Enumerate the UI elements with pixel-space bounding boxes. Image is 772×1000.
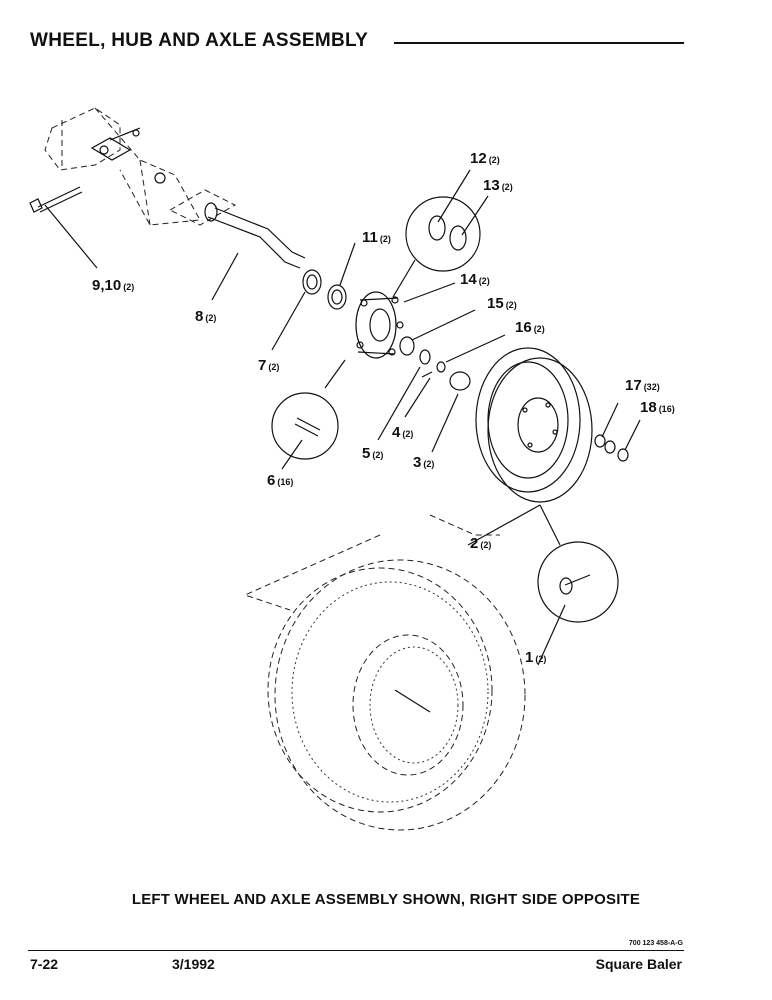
spindle-nut	[399, 336, 415, 356]
axle-spindle	[168, 189, 306, 269]
bolt-9-10	[29, 186, 83, 213]
callout-2: 2(2)	[470, 535, 491, 552]
callout-12: 12(2)	[470, 150, 500, 167]
callout-17: 17(32)	[625, 377, 660, 394]
hub-cap	[449, 371, 471, 391]
wheel-rim	[475, 347, 593, 503]
callout-16: 16(2)	[515, 319, 545, 336]
footer-rule	[28, 950, 684, 951]
revision-date: 3/1992	[172, 956, 215, 972]
lug-washer	[594, 434, 606, 448]
callout-7: 7(2)	[258, 357, 279, 374]
inner-bearing	[302, 269, 322, 295]
lug-nut	[617, 448, 629, 462]
callout-13: 13(2)	[483, 177, 513, 194]
tire	[243, 514, 526, 831]
page-number: 7-22	[30, 956, 59, 972]
callout-8: 8(2)	[195, 308, 216, 325]
washer	[419, 349, 431, 365]
callout-14: 14(2)	[460, 271, 490, 288]
page-title: WHEEL, HUB AND AXLE ASSEMBLY	[30, 30, 369, 51]
product-name: Square Baler	[595, 956, 682, 972]
cotter-pin	[421, 371, 433, 378]
callout-4: 4(2)	[392, 424, 413, 441]
lug-washer-2	[604, 440, 616, 454]
callout-3: 3(2)	[413, 454, 434, 471]
outer-bearing	[327, 284, 347, 310]
leader-lines	[44, 169, 641, 666]
document-number: 700 123 458-A-G	[628, 940, 683, 947]
detail-valve-stem	[537, 504, 619, 623]
callout-11: 11(2)	[362, 229, 391, 246]
detail-wheel-stud	[271, 359, 346, 460]
callout-9-10: 9,10(2)	[92, 277, 134, 294]
wheel-hub	[355, 291, 404, 359]
figure-caption: LEFT WHEEL AND AXLE ASSEMBLY SHOWN, RIGH…	[131, 891, 641, 908]
callout-1: 1(2)	[525, 649, 546, 666]
detail-bearing-cups	[392, 196, 481, 298]
callout-5: 5(2)	[362, 445, 383, 462]
cotter-key	[436, 361, 446, 373]
callout-15: 15(2)	[487, 295, 517, 312]
axle-mount-bracket	[44, 107, 201, 226]
callout-6: 6(16)	[267, 472, 293, 489]
callout-18: 18(16)	[640, 399, 675, 416]
title-rule	[394, 42, 684, 44]
